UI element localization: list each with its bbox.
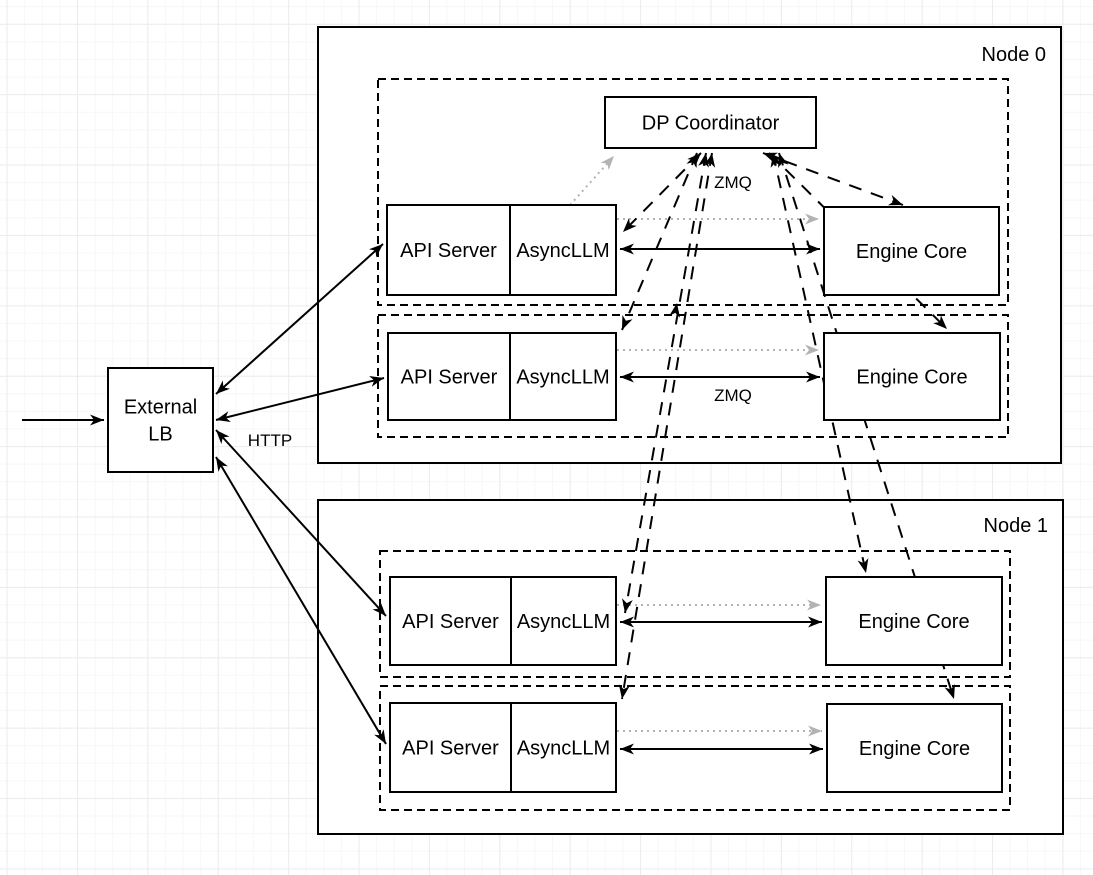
engine-core-node1-row2-label: Engine Core [859, 738, 970, 760]
edge-lb-api-n1r2 [215, 456, 387, 745]
edge-coord-engine-n1r2 [778, 152, 955, 700]
external-lb-label: External [124, 397, 197, 419]
engine-core-node0-row2-label: Engine Core [856, 367, 967, 389]
dp-coordinator-label: DP Coordinator [642, 113, 780, 135]
edge-async-coord-dotted [569, 155, 615, 206]
api-server-node1-row2 [389, 702, 512, 793]
asyncllm-node0-row1-label: AsyncLLM [516, 240, 609, 262]
arrowhead-row-boundary [669, 303, 680, 318]
label-zmq-row2: ZMQ [714, 386, 752, 405]
api-server-node0-row2 [387, 332, 511, 421]
dp-coordinator [604, 96, 817, 149]
label-http: HTTP [248, 431, 292, 450]
asyncllm-node1-row1 [510, 576, 617, 666]
node-0-label: Node 0 [982, 44, 1047, 66]
edge-lb-api-n0r2 [215, 376, 385, 422]
engine-core-node0-row2 [823, 332, 1001, 421]
api-server-node0-row1-label: API Server [400, 240, 497, 262]
edge-coord-async-n1r2 [618, 152, 716, 700]
asyncllm-node0-row2 [509, 332, 617, 421]
engine-core-node1-row1-label: Engine Core [858, 611, 969, 633]
asyncllm-node1-row2 [510, 702, 617, 793]
engine-core-node0-row1-label: Engine Core [856, 241, 967, 263]
engine-core-node1-row1 [825, 576, 1003, 666]
api-server-node0-row2-label: API Server [401, 367, 498, 389]
external-lb-label: LB [148, 424, 172, 446]
api-server-node1-row1 [389, 576, 512, 666]
label-zmq-coordinator: ZMQ [714, 173, 752, 192]
api-server-node0-row1 [386, 204, 511, 296]
asyncllm-node0-row1 [509, 204, 617, 296]
node-1-label: Node 1 [984, 515, 1049, 537]
asyncllm-node0-row2-label: AsyncLLM [516, 367, 609, 389]
api-server-node1-row2-label: API Server [402, 738, 499, 760]
engine-core-node1-row2 [826, 703, 1003, 793]
edge-lb-api-n0r1 [215, 243, 384, 395]
api-server-node1-row1-label: API Server [402, 611, 499, 633]
asyncllm-node1-row1-label: AsyncLLM [517, 611, 610, 633]
external-lb [107, 367, 214, 473]
asyncllm-node1-row2-label: AsyncLLM [517, 738, 610, 760]
engine-core-node0-row1 [823, 206, 1000, 296]
